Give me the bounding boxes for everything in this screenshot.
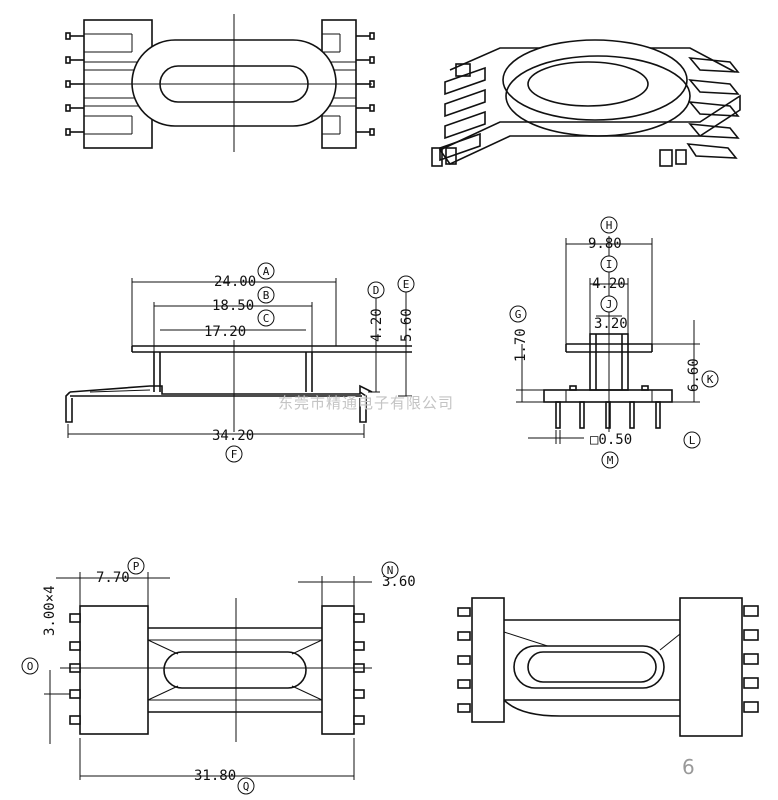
label-O: O xyxy=(21,657,39,675)
dim-F-value: 34.20 xyxy=(212,428,254,444)
dim-A-value: 24.00 xyxy=(214,274,256,290)
svg-text:H: H xyxy=(606,219,613,232)
label-J: J xyxy=(600,295,618,313)
svg-text:B: B xyxy=(263,289,270,302)
top-view-bottom-left xyxy=(44,572,372,780)
svg-text:K: K xyxy=(707,373,714,386)
svg-text:E: E xyxy=(403,278,410,291)
label-D: D xyxy=(367,281,385,299)
dim-O-value: 3.00×4 xyxy=(42,585,58,636)
svg-text:P: P xyxy=(133,560,140,573)
isometric-view-bottom-right xyxy=(457,597,759,737)
dim-G-value: 1.70 xyxy=(513,328,529,362)
page-number: 6 xyxy=(682,755,695,779)
watermark-text: 东莞市精通电子有限公司 xyxy=(278,394,454,412)
dim-Q-value: 31.80 xyxy=(194,768,236,784)
svg-text:O: O xyxy=(27,660,34,673)
label-K: K xyxy=(701,370,719,388)
dim-K-value: 6.60 xyxy=(686,358,702,392)
svg-text:J: J xyxy=(606,298,613,311)
svg-text:I: I xyxy=(606,258,613,271)
dim-C-value: 17.20 xyxy=(204,324,246,340)
label-H: H xyxy=(600,216,618,234)
dim-H-value: 9.80 xyxy=(588,236,622,252)
label-B: B xyxy=(257,286,275,304)
label-C: C xyxy=(257,309,275,327)
dim-B-value: 18.50 xyxy=(212,298,254,314)
label-I: I xyxy=(600,255,618,273)
isometric-view-top-right xyxy=(431,39,741,167)
svg-text:A: A xyxy=(263,265,270,278)
label-F: F xyxy=(225,445,243,463)
dim-D-value: 4.20 xyxy=(369,308,385,342)
label-G: G xyxy=(509,305,527,323)
circled-labels: A B C D E F G H I J K L M N O P Q xyxy=(21,216,719,795)
dim-P-value: 7.70 xyxy=(96,570,130,586)
svg-text:F: F xyxy=(231,448,238,461)
label-P: P xyxy=(127,557,145,575)
front-view-top-left xyxy=(65,14,375,152)
dim-I-value: 4.20 xyxy=(592,276,626,292)
svg-text:G: G xyxy=(515,308,522,321)
svg-text:N: N xyxy=(387,564,394,577)
label-E: E xyxy=(397,275,415,293)
label-N: N xyxy=(381,561,399,579)
side-view-middle-left xyxy=(65,278,412,438)
svg-text:L: L xyxy=(689,434,696,447)
dimension-values: 24.00 18.50 17.20 4.20 5.60 34.20 1.70 9… xyxy=(42,236,702,784)
svg-text:Q: Q xyxy=(243,780,250,793)
dim-J-value: 3.20 xyxy=(594,316,628,332)
label-A: A xyxy=(257,262,275,280)
svg-text:M: M xyxy=(607,454,614,467)
label-Q: Q xyxy=(237,777,255,795)
dim-E-value: 5.60 xyxy=(399,308,415,342)
dim-M-value: □0.50 xyxy=(590,432,632,448)
label-L: L xyxy=(683,431,701,449)
svg-text:D: D xyxy=(373,284,380,297)
svg-text:C: C xyxy=(263,312,270,325)
label-M: M xyxy=(601,451,619,469)
